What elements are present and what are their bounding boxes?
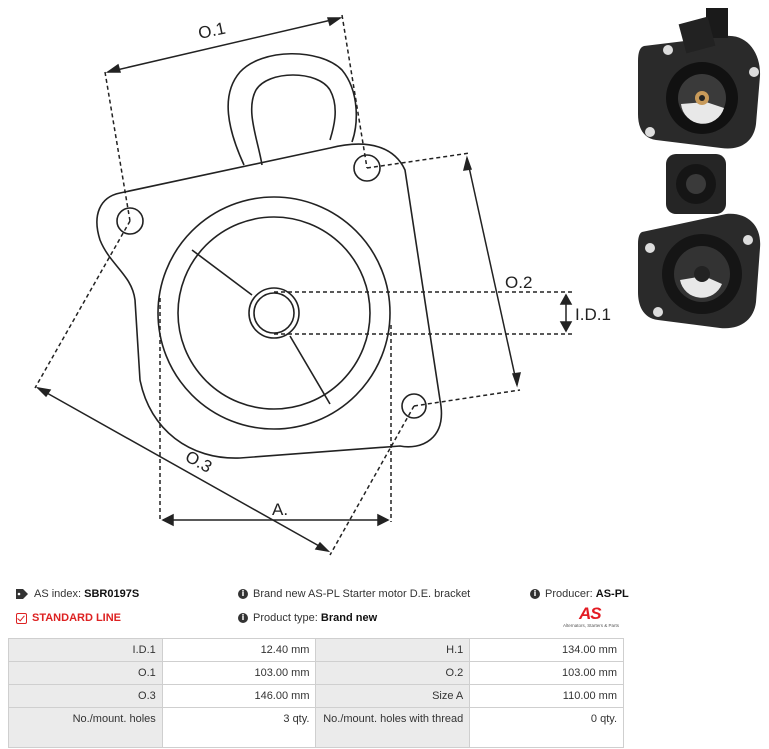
checkbox-icon [16,612,27,624]
spec-label: O.1 [8,661,163,685]
spec-value: 12.40 mm [161,638,317,662]
spec-value: 134.00 mm [469,638,624,662]
info-icon: i [238,613,248,623]
description-row: i Brand new AS-PL Starter motor D.E. bra… [238,588,470,600]
spec-label: No./mount. holes with thread [315,707,471,748]
spec-value: 0 qty. [469,707,624,748]
table-row: No./mount. holes 3 qty. No./mount. holes… [8,707,624,748]
as-index-row: AS index: SBR0197S [16,588,139,600]
info-icon: i [530,589,540,599]
table-row: O.3 146.00 mm Size A 110.00 mm [8,684,624,708]
as-pl-logo: AS Alternators, Starters & Parts [563,604,625,632]
spec-value: 103.00 mm [469,661,624,685]
technical-drawing: O.1 O.2 O.3 A. I.D.1 [34,14,611,556]
product-type-label: Product type: [253,612,318,624]
shaft-hole-outer [248,287,300,339]
logo-tagline: Alternators, Starters & Parts [563,623,620,628]
mount-hole-top-right [353,154,381,182]
flange-outline [96,143,443,459]
standard-line-badge: STANDARD LINE [32,612,122,624]
top-mount-loop [227,52,358,166]
spec-label: O.3 [8,684,163,708]
spec-label: I.D.1 [8,638,163,662]
dim-label-id1: I.D.1 [575,305,611,324]
spec-label: No./mount. holes [8,707,163,748]
mount-hole-left [116,207,144,235]
product-type-row: i Product type: Brand new [238,612,377,624]
dim-label-a: A. [272,500,288,519]
producer-label: Producer: [545,588,593,600]
spec-value: 103.00 mm [161,661,317,685]
product-photo-angle [638,154,761,329]
main-bore-inner [177,216,371,410]
spec-table: I.D.1 12.40 mm H.1 134.00 mm O.1 103.00 … [8,638,624,748]
spec-label: H.1 [315,638,471,662]
top-mount-loop-inner [250,74,336,166]
logo-mark: AS [579,604,602,623]
description-text: Brand new AS-PL Starter motor D.E. brack… [253,588,471,600]
shaft-hole-inner [253,292,295,334]
as-index-value: SBR0197S [84,588,140,600]
dim-label-o2: O.2 [505,273,532,292]
table-row: O.1 103.00 mm O.2 103.00 mm [8,661,624,685]
spec-value: 110.00 mm [469,684,624,708]
spec-value: 146.00 mm [161,684,317,708]
spec-value: 3 qty. [161,707,317,748]
dim-label-o1: O.1 [196,19,227,43]
product-type-value: Brand new [320,612,378,624]
spec-label: O.2 [315,661,471,685]
tag-icon [16,589,28,599]
product-photo-front [638,8,761,149]
producer-row: i Producer: AS-PL [530,588,629,600]
spec-label: Size A [315,684,471,708]
info-icon: i [238,589,248,599]
as-index-label: AS index: [34,588,82,600]
standard-line-row: STANDARD LINE [16,612,121,624]
table-row: I.D.1 12.40 mm H.1 134.00 mm [8,638,624,662]
producer-value: AS-PL [595,588,629,600]
mount-hole-bottom-right [401,393,427,419]
main-bore-outer [157,196,391,430]
